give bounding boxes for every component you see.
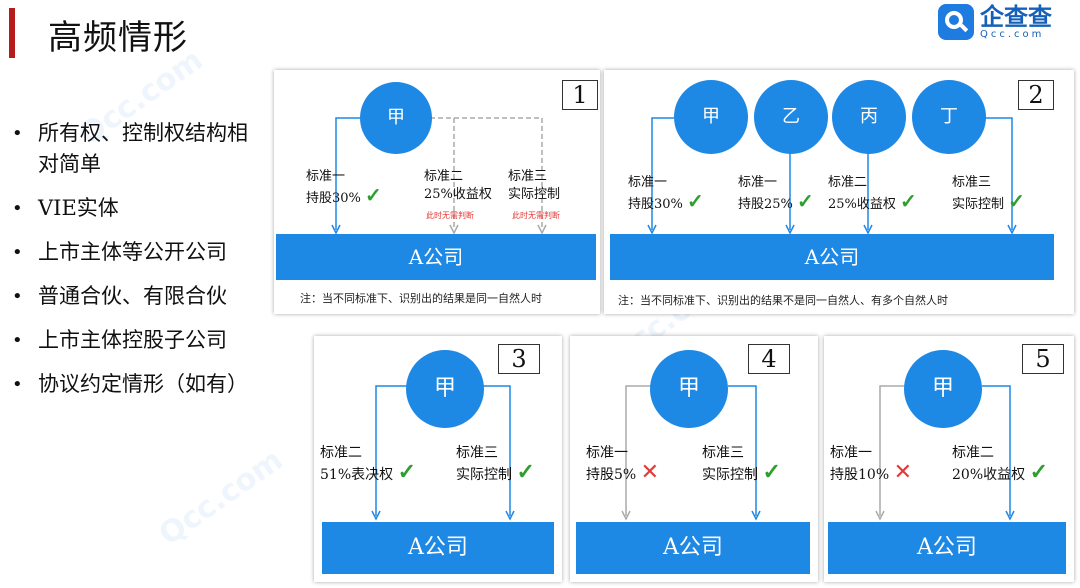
company-box: A公司 bbox=[610, 234, 1054, 280]
person-jia: 甲 bbox=[650, 350, 728, 428]
criterion-value: 持股30% ✓ bbox=[306, 183, 382, 207]
company-box: A公司 bbox=[828, 522, 1066, 574]
criterion-2: 标准二 25%收益权 ✓ bbox=[828, 174, 917, 214]
criterion-title: 标准二 bbox=[828, 175, 868, 190]
panel-note: 注：当不同标准下、识别出的结果不是同一自然人、有多个自然人时 bbox=[618, 294, 948, 307]
check-icon: ✓ bbox=[900, 189, 917, 213]
criterion-title: 标准一 bbox=[830, 445, 872, 461]
diagram-panel-2: 甲 乙 丙 丁 2 标准一 持股30% ✓ 标准一 持股25% ✓ 标准二 25… bbox=[604, 70, 1074, 314]
person-jia: 甲 bbox=[904, 350, 982, 428]
panel-number: 3 bbox=[498, 344, 540, 374]
diagram-panel-5: 甲 5 标准一 持股10% ✕ 标准二 20%收益权 ✓ A公司 bbox=[824, 336, 1074, 582]
diagram-panel-1: 甲 1 标准一 持股30% ✓ 标准二 25%收益权 此时无需判断 标准三 实际… bbox=[274, 70, 600, 314]
criterion-title: 标准一 bbox=[738, 175, 778, 190]
criterion-1b: 标准一 持股25% ✓ bbox=[738, 174, 814, 214]
qcc-logo-icon bbox=[938, 4, 974, 40]
check-icon: ✓ bbox=[397, 459, 417, 485]
logo-sub: Qcc.com bbox=[980, 28, 1045, 40]
bullet-item: 协议约定情形（如有） bbox=[10, 369, 260, 400]
criterion-1: 标准一 持股30% ✓ bbox=[306, 168, 382, 208]
cross-icon: ✕ bbox=[640, 460, 660, 485]
person-ding: 丁 bbox=[912, 80, 986, 154]
person-jia: 甲 bbox=[674, 80, 748, 154]
check-icon: ✓ bbox=[1008, 189, 1025, 213]
criterion-value: 持股25% ✓ bbox=[738, 189, 814, 213]
criterion-value: 持股30% ✓ bbox=[628, 189, 704, 213]
bullet-item: 所有权、控制权结构相对简单 bbox=[10, 118, 260, 180]
watermark: Qcc.com bbox=[152, 442, 290, 553]
criterion-title: 标准一 bbox=[306, 169, 346, 184]
panel-number: 4 bbox=[748, 344, 790, 374]
criterion-title: 标准二 bbox=[424, 169, 464, 184]
criterion-value: 25%收益权 bbox=[424, 187, 492, 202]
title-accent-bar bbox=[9, 8, 15, 58]
logo: 企查查 Qcc.com bbox=[938, 4, 1052, 40]
check-icon: ✓ bbox=[687, 189, 704, 213]
cross-icon: ✕ bbox=[893, 460, 913, 485]
check-icon: ✓ bbox=[797, 189, 814, 213]
criterion-left: 标准二 51%表决权 ✓ bbox=[320, 444, 416, 485]
company-box: A公司 bbox=[576, 522, 810, 574]
bullet-item: 上市主体等公开公司 bbox=[10, 237, 260, 268]
criterion-1: 标准一 持股30% ✓ bbox=[628, 174, 704, 214]
criterion-value: 实际控制 bbox=[508, 187, 561, 202]
company-box: A公司 bbox=[322, 522, 554, 574]
check-icon: ✓ bbox=[1029, 459, 1049, 485]
criterion-3: 标准三 实际控制 ✓ bbox=[952, 174, 1025, 214]
criterion-value: 25%收益权 ✓ bbox=[828, 189, 917, 213]
criterion-3: 标准三 实际控制 此时无需判断 bbox=[508, 168, 560, 221]
criterion-title: 标准三 bbox=[456, 445, 498, 461]
person-bing: 丙 bbox=[832, 80, 906, 154]
bullet-item: VIE实体 bbox=[10, 193, 260, 224]
check-icon: ✓ bbox=[516, 459, 535, 485]
panel-number: 1 bbox=[562, 80, 598, 110]
criterion-right: 标准二 20%收益权 ✓ bbox=[952, 444, 1048, 485]
criterion-title: 标准二 bbox=[320, 445, 362, 461]
criterion-value: 实际控制 ✓ bbox=[456, 459, 535, 485]
diagram-panel-4: 甲 4 标准一 持股5% ✕ 标准三 实际控制 ✓ A公司 bbox=[570, 336, 818, 582]
panel-number: 5 bbox=[1022, 344, 1064, 374]
panel-3-connectors bbox=[371, 385, 515, 521]
red-note: 此时无需判断 bbox=[426, 211, 474, 220]
page-title: 高频情形 bbox=[48, 18, 188, 58]
criterion-value: 实际控制 ✓ bbox=[952, 189, 1025, 213]
check-icon: ✓ bbox=[365, 183, 382, 207]
person-jia: 甲 bbox=[406, 350, 484, 428]
criterion-title: 标准一 bbox=[628, 175, 668, 190]
panel-note: 注：当不同标准下、识别出的结果是同一自然人时 bbox=[300, 292, 542, 305]
panel-number: 2 bbox=[1018, 80, 1054, 110]
criterion-title: 标准三 bbox=[508, 169, 548, 184]
panel-4-connectors bbox=[621, 385, 761, 521]
criterion-2: 标准二 25%收益权 此时无需判断 bbox=[424, 168, 492, 221]
person-yi: 乙 bbox=[754, 80, 828, 154]
criterion-right: 标准三 实际控制 ✓ bbox=[456, 444, 535, 485]
criterion-value: 持股5% ✕ bbox=[586, 460, 660, 485]
criterion-title: 标准一 bbox=[586, 445, 628, 461]
company-box: A公司 bbox=[276, 234, 596, 280]
criterion-value: 持股10% ✕ bbox=[830, 460, 913, 485]
criterion-left: 标准一 持股5% ✕ bbox=[586, 444, 659, 485]
person-jia: 甲 bbox=[360, 82, 432, 154]
red-note: 此时无需判断 bbox=[512, 211, 560, 220]
criterion-title: 标准二 bbox=[952, 445, 994, 461]
criterion-value: 20%收益权 ✓ bbox=[952, 459, 1049, 485]
bullet-item: 普通合伙、有限合伙 bbox=[10, 281, 260, 312]
check-icon: ✓ bbox=[762, 459, 781, 485]
criterion-title: 标准三 bbox=[952, 175, 992, 190]
criterion-left: 标准一 持股10% ✕ bbox=[830, 444, 912, 485]
logo-name: 企查查 bbox=[980, 2, 1052, 31]
criterion-title: 标准三 bbox=[702, 445, 744, 461]
panel-1-connectors bbox=[331, 117, 547, 235]
bullet-list: 所有权、控制权结构相对简单 VIE实体 上市主体等公开公司 普通合伙、有限合伙 … bbox=[10, 118, 260, 413]
panel-5-connectors bbox=[875, 385, 1015, 521]
criterion-value: 51%表决权 ✓ bbox=[320, 459, 417, 485]
criterion-right: 标准三 实际控制 ✓ bbox=[702, 444, 781, 485]
diagram-panel-3: 甲 3 标准二 51%表决权 ✓ 标准三 实际控制 ✓ A公司 bbox=[314, 336, 562, 582]
bullet-item: 上市主体控股子公司 bbox=[10, 325, 260, 356]
criterion-value: 实际控制 ✓ bbox=[702, 459, 781, 485]
